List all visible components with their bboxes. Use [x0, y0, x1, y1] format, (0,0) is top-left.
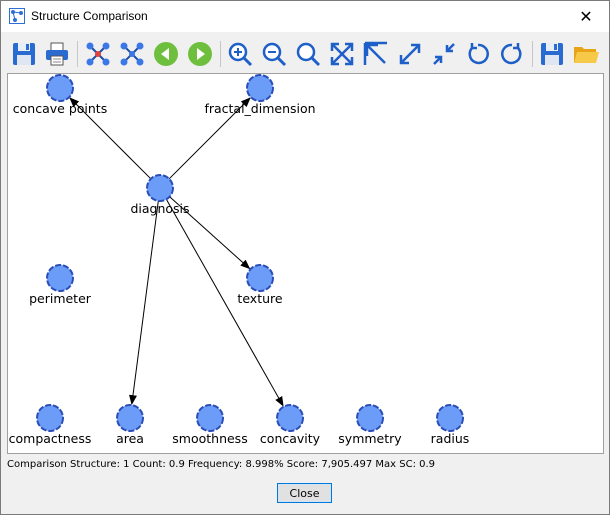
node-fractal_dimension[interactable]: fractal_dimension	[204, 74, 316, 116]
node-circle[interactable]	[36, 404, 64, 432]
shrink-icon[interactable]	[429, 39, 459, 69]
node-label: concavity	[260, 431, 321, 446]
save-icon[interactable]	[9, 39, 39, 69]
open-folder-icon[interactable]	[571, 39, 601, 69]
node-label: perimeter	[29, 291, 92, 306]
rotate-cw-icon[interactable]	[497, 39, 527, 69]
node-symmetry[interactable]: symmetry	[338, 404, 402, 446]
toolbar-separator	[220, 41, 221, 67]
node-perimeter[interactable]: perimeter	[29, 264, 92, 306]
node-area[interactable]: area	[116, 404, 144, 446]
toolbar-separator	[77, 41, 78, 67]
arrow-top-left-icon[interactable]	[361, 39, 391, 69]
graph-layout-icon[interactable]	[83, 39, 113, 69]
app-icon	[9, 8, 25, 24]
forward-icon[interactable]	[185, 39, 215, 69]
node-circle[interactable]	[436, 404, 464, 432]
zoom-out-icon[interactable]	[259, 39, 289, 69]
node-label: compactness	[9, 431, 92, 446]
node-circle[interactable]	[46, 264, 74, 292]
edge-diagnosis-to-concavity	[165, 199, 284, 407]
window-title: Structure Comparison	[31, 9, 148, 23]
print-icon[interactable]	[42, 39, 72, 69]
node-label: diagnosis	[130, 201, 189, 216]
node-label: fractal_dimension	[204, 101, 315, 116]
node-label: texture	[237, 291, 282, 306]
zoom-in-icon[interactable]	[225, 39, 255, 69]
node-label: smoothness	[172, 431, 247, 446]
edge-diagnosis-to-concave_points	[69, 97, 152, 180]
node-label: concave points	[13, 101, 107, 116]
comparison-status: Comparison Structure: 1 Count: 0.9 Frequ…	[7, 459, 436, 470]
node-circle[interactable]	[356, 404, 384, 432]
graph-layout-alt-icon[interactable]	[117, 39, 147, 69]
node-label: radius	[431, 431, 470, 446]
node-smoothness[interactable]: smoothness	[172, 404, 248, 446]
expand-icon[interactable]	[395, 39, 425, 69]
node-concavity[interactable]: concavity	[260, 404, 321, 446]
edge-diagnosis-to-texture	[169, 196, 251, 270]
graph-canvas[interactable]: concave points fractal_dimension diagnosis…	[7, 73, 604, 454]
node-circle[interactable]	[246, 74, 274, 102]
node-concave_points[interactable]: concave points	[13, 74, 107, 116]
node-compactness[interactable]: compactness	[9, 404, 92, 446]
graph-svg: concave points fractal_dimension diagnosis…	[9, 74, 470, 446]
close-button[interactable]: Close	[277, 483, 332, 503]
node-circle[interactable]	[146, 174, 174, 202]
toolbar-separator	[532, 41, 533, 67]
zoom-fit-icon[interactable]	[293, 39, 323, 69]
node-label: symmetry	[338, 431, 402, 446]
fit-window-icon[interactable]	[327, 39, 357, 69]
toolbar	[7, 37, 603, 71]
node-circle[interactable]	[196, 404, 224, 432]
edge-diagnosis-to-area	[129, 200, 159, 406]
node-circle[interactable]	[276, 404, 304, 432]
window-close-button[interactable]: ✕	[579, 7, 593, 26]
node-radius[interactable]: radius	[431, 404, 470, 446]
node-circle[interactable]	[116, 404, 144, 432]
title-bar[interactable]: Structure Comparison ✕	[1, 1, 609, 32]
save-alt-icon[interactable]	[537, 39, 567, 69]
rotate-ccw-icon[interactable]	[463, 39, 493, 69]
back-icon[interactable]	[151, 39, 181, 69]
node-circle[interactable]	[46, 74, 74, 102]
node-texture[interactable]: texture	[237, 264, 283, 306]
node-label: area	[116, 431, 144, 446]
node-circle[interactable]	[246, 264, 274, 292]
edge-diagnosis-to-fractal_dimension	[168, 97, 251, 180]
node-diagnosis[interactable]: diagnosis	[130, 174, 190, 216]
